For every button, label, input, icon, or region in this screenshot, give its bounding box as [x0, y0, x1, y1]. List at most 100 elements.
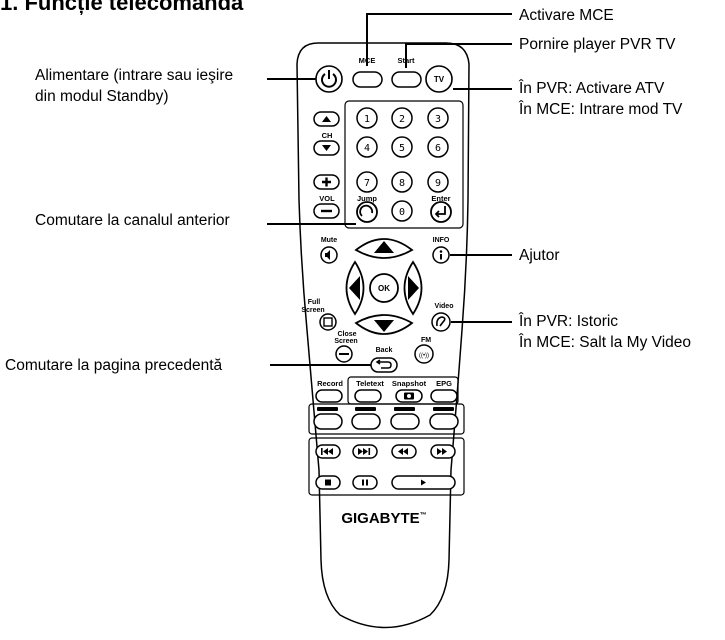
snapshot-button[interactable]: [395, 389, 423, 403]
pause-button[interactable]: [352, 475, 378, 490]
enter-button[interactable]: [430, 201, 452, 223]
play-icon: [421, 479, 426, 486]
digit-6-button[interactable]: [427, 136, 449, 158]
start-button[interactable]: [391, 71, 422, 88]
digit-8-label: 8: [399, 178, 405, 189]
digit-3-label: 3: [435, 114, 441, 125]
callout-tv: În PVR: Activare ATV În MCE: Intrare mod…: [519, 78, 682, 120]
ch-label: CH: [322, 131, 333, 140]
callout-pvr: Pornire player PVR TV: [519, 36, 676, 53]
back-label: Back: [376, 347, 393, 354]
skip-forward-icon: [358, 448, 371, 455]
mute-button[interactable]: [320, 246, 338, 264]
radio-icon: ((•)): [419, 353, 429, 359]
back-arrow-icon: [375, 359, 392, 369]
digit-8-button[interactable]: [391, 171, 413, 193]
down-button[interactable]: [354, 314, 414, 335]
fullscreen-icon: [323, 317, 333, 327]
closescreen-label-line1: Close: [337, 331, 356, 338]
speaker-icon: [325, 250, 330, 260]
digit-6-label: 6: [435, 143, 441, 154]
info-icon: [439, 250, 443, 253]
color-key-1-button[interactable]: [313, 413, 343, 430]
callout-power-line1: Alimentare (intrare sau ieşire: [35, 67, 234, 84]
record-label: Record: [317, 379, 343, 388]
digit-2-button[interactable]: [391, 107, 413, 129]
fullscreen-label-line1: Full: [308, 299, 320, 306]
right-button[interactable]: [403, 260, 423, 316]
callout-prev-page: Comutare la pagina precedentă: [5, 357, 223, 374]
callout-tv-line2: În MCE: Intrare mod TV: [519, 101, 683, 118]
fullscreen-label-line2: Screen: [301, 307, 324, 314]
color-key-3-button[interactable]: [390, 413, 420, 430]
callout-video: În PVR: Istoric În MCE: Salt la My Video: [519, 311, 691, 353]
brand-logo: GIGABYTE™: [341, 510, 426, 527]
ok-label: OK: [378, 284, 390, 293]
jump-label: Jump: [357, 194, 377, 203]
back-button[interactable]: [370, 357, 398, 373]
transport-frame: [308, 437, 465, 496]
vol-label: VOL: [319, 194, 335, 203]
enter-arrow-icon: [434, 206, 446, 218]
video-icon: [436, 316, 446, 327]
color-key-4-button[interactable]: [429, 413, 459, 430]
mce-button[interactable]: [352, 71, 383, 88]
ok-button[interactable]: [369, 273, 399, 303]
skip-back-icon: [321, 448, 333, 455]
digit-0-label: 0: [399, 207, 405, 218]
fm-button[interactable]: ((•)): [414, 344, 434, 364]
up-button[interactable]: [354, 238, 414, 259]
callout-power-line2: din modul Standby): [35, 88, 169, 105]
record-button[interactable]: [315, 389, 343, 403]
digit-3-button[interactable]: [427, 107, 449, 129]
stop-icon: [325, 479, 331, 486]
fast-forward-icon: [437, 448, 447, 455]
tv-button[interactable]: TV: [425, 65, 453, 93]
digit-2-label: 2: [399, 114, 405, 125]
power-button[interactable]: [315, 65, 343, 93]
info-button[interactable]: [432, 246, 450, 264]
arrow-down-icon: [374, 320, 394, 332]
plus-icon: [322, 177, 331, 187]
power-icon: [321, 73, 337, 88]
fullscreen-button[interactable]: [319, 313, 337, 331]
digit-9-label: 9: [435, 178, 441, 189]
callout-tv-line1: În PVR: Activare ATV: [519, 80, 665, 97]
digit-1-button[interactable]: [356, 107, 378, 129]
callout-power: Alimentare (intrare sau ieşire din modul…: [35, 65, 233, 107]
digit-0-button[interactable]: [391, 200, 413, 222]
teletext-label: Teletext: [356, 379, 384, 388]
jump-arrow-icon: [359, 204, 374, 217]
digit-4-button[interactable]: [356, 136, 378, 158]
teletext-button[interactable]: [354, 389, 382, 403]
digit-7-button[interactable]: [356, 171, 378, 193]
arrow-up-icon: [374, 241, 394, 253]
pause-icon: [362, 479, 368, 486]
jump-button[interactable]: [356, 201, 378, 223]
info-label: INFO: [433, 237, 450, 244]
leader-mce: [366, 13, 512, 66]
triangle-up-icon: [322, 116, 331, 122]
triangle-down-icon: [322, 145, 331, 151]
enter-label: Enter: [431, 194, 450, 203]
digit-5-label: 5: [399, 143, 405, 154]
left-button[interactable]: [345, 260, 365, 316]
digit-9-button[interactable]: [427, 171, 449, 193]
rewind-icon: [398, 448, 408, 455]
video-button[interactable]: [431, 312, 451, 332]
leader-pvr: [405, 43, 512, 68]
leader-lines: [267, 13, 512, 366]
arrow-right-icon: [408, 276, 419, 300]
color-key-2-button[interactable]: [351, 413, 381, 430]
callout-video-line2: În MCE: Salt la My Video: [519, 334, 692, 351]
close-screen-button[interactable]: [335, 345, 353, 363]
color-keys-frame: [308, 403, 465, 435]
closescreen-label-line2: Screen: [334, 338, 357, 345]
digit-4-label: 4: [364, 143, 370, 154]
callout-prev-channel: Comutare la canalul anterior: [35, 212, 230, 229]
epg-label: EPG: [436, 379, 452, 388]
digit-1-label: 1: [364, 114, 370, 125]
digit-5-button[interactable]: [391, 136, 413, 158]
epg-button[interactable]: [430, 389, 458, 403]
